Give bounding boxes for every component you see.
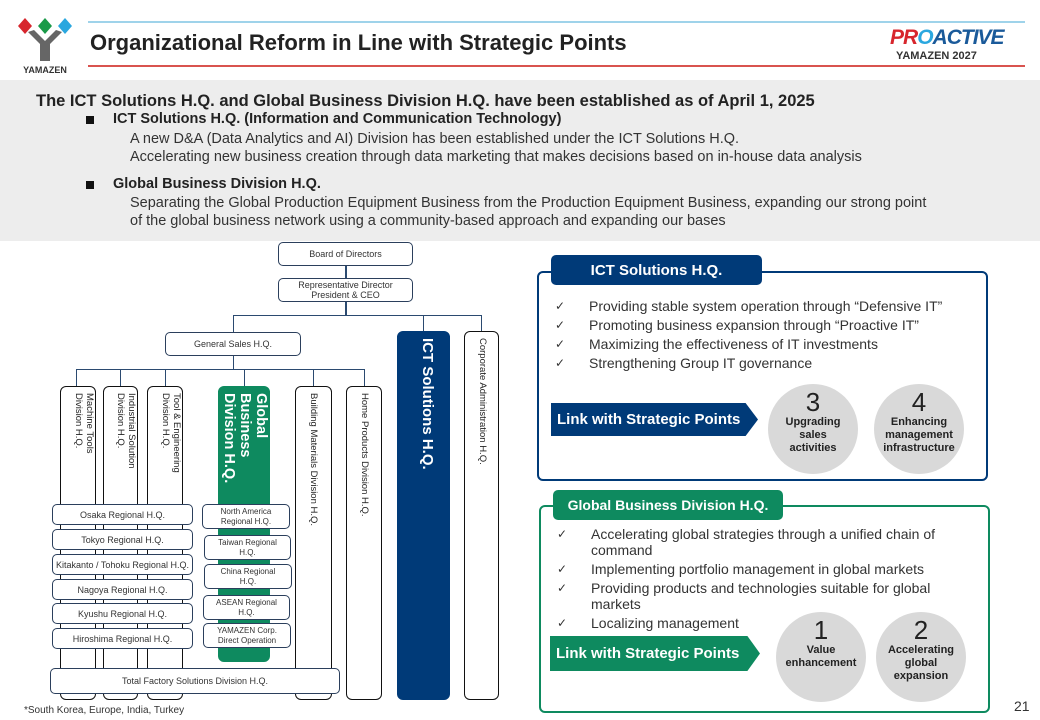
connector <box>345 266 347 278</box>
regional-box: Osaka Regional H.Q. <box>52 504 193 525</box>
global-link-arrow: Link with Strategic Points <box>550 636 760 671</box>
building-materials-column: Building Materials Division H.Q. <box>295 386 332 700</box>
connector <box>345 301 347 316</box>
connector <box>423 315 424 331</box>
global-checklist: Accelerating global strategies through a… <box>555 526 955 631</box>
regional-box: Nagoya Regional H.Q. <box>52 579 193 600</box>
connector <box>364 369 365 386</box>
check-item: Maximizing the effectiveness of IT inves… <box>553 335 942 354</box>
connector <box>165 369 166 386</box>
ict-bullet-line: A new D&A (Data Analytics and AI) Divisi… <box>130 131 740 147</box>
global-bullet-line: Separating the Global Production Equipme… <box>130 195 927 211</box>
connector <box>120 369 121 386</box>
total-factory-box: Total Factory Solutions Division H.Q. <box>50 668 340 694</box>
general-sales-box: General Sales H.Q. <box>165 332 301 356</box>
connector <box>76 369 77 386</box>
proactive-logo: PROACTIVE YAMAZEN 2027 <box>890 26 1005 62</box>
home-products-column: Home Products Division H.Q. <box>346 386 382 700</box>
corporate-administration-column: Corporate Administration H.Q. <box>464 331 499 700</box>
ceo-box: Representative Director President & CEO <box>278 278 413 302</box>
ict-link-arrow: Link with Strategic Points <box>551 403 758 436</box>
board-of-directors-box: Board of Directors <box>278 242 413 266</box>
header-rule-top <box>88 21 1025 23</box>
connector <box>233 315 234 332</box>
point-label: Upgrading sales activities <box>785 416 841 454</box>
global-bullet-heading: Global Business Division H.Q. <box>113 176 321 192</box>
point-number: 1 <box>813 615 829 645</box>
global-panel-title: Global Business Division H.Q. <box>553 490 783 520</box>
connector <box>313 369 314 386</box>
connector <box>244 369 245 386</box>
page-number: 21 <box>1014 698 1030 714</box>
check-item: Providing stable system operation throug… <box>553 297 942 316</box>
yamazen-logo: YAMAZEN <box>16 16 74 75</box>
bullet-square-icon <box>86 116 94 124</box>
regional-box: Hiroshima Regional H.Q. <box>52 628 193 649</box>
connector <box>481 315 482 331</box>
intro-band <box>0 80 1040 241</box>
global-bullet-line: of the global business network using a c… <box>130 213 726 229</box>
connector <box>76 369 365 370</box>
page-title: Organizational Reform in Line with Strat… <box>90 30 627 55</box>
ict-solutions-column: ICT Solutions H.Q. <box>397 331 450 700</box>
point-number: 4 <box>911 387 927 417</box>
check-item: Accelerating global strategies through a… <box>555 526 955 558</box>
regional-box: Kitakanto / Tohoku Regional H.Q. <box>52 554 193 575</box>
regional-box: Tokyo Regional H.Q. <box>52 529 193 550</box>
check-item: Promoting business expansion through “Pr… <box>553 316 942 335</box>
connector <box>233 356 234 370</box>
global-sub-box: Taiwan Regional H.Q. <box>204 535 291 560</box>
ict-bullet-line: Accelerating new business creation throu… <box>130 149 862 165</box>
footnote: *South Korea, Europe, India, Turkey <box>24 705 185 716</box>
bullet-square-icon <box>86 181 94 189</box>
global-sub-box: ASEAN Regional H.Q. <box>203 595 290 620</box>
point-number: 2 <box>913 615 929 645</box>
intro-lead: The ICT Solutions H.Q. and Global Busine… <box>36 92 815 110</box>
check-item: Localizing management <box>555 615 955 631</box>
ict-bullet-heading: ICT Solutions H.Q. (Information and Comm… <box>113 111 562 127</box>
regional-box: Kyushu Regional H.Q. <box>52 603 193 624</box>
global-sub-box: North America Regional H.Q. <box>202 504 290 529</box>
header-rule-bottom <box>88 65 1025 67</box>
check-item: Implementing portfolio management in glo… <box>555 561 955 577</box>
check-item: Providing products and technologies suit… <box>555 580 955 612</box>
point-number: 3 <box>805 387 821 417</box>
point-label: Accelerating global expansion <box>887 644 955 682</box>
ict-panel-title: ICT Solutions H.Q. <box>551 255 762 285</box>
ict-checklist: Providing stable system operation throug… <box>553 297 942 373</box>
point-label: Enhancing management infrastructure <box>883 416 955 454</box>
check-item: Strengthening Group IT governance <box>553 354 942 373</box>
global-sub-box: China Regional H.Q. <box>204 564 292 589</box>
point-label: Value enhancement <box>785 644 857 669</box>
connector <box>233 315 482 316</box>
global-sub-box: YAMAZEN Corp. Direct Operation <box>203 623 291 648</box>
